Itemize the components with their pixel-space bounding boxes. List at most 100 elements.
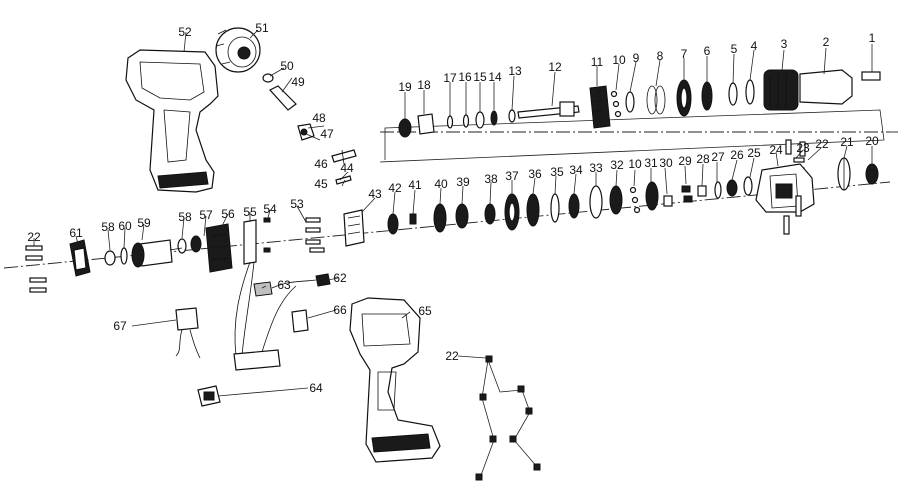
part-16-washer <box>462 114 470 128</box>
part-27-washer <box>714 181 722 199</box>
label-33: 33 <box>589 161 603 175</box>
label-6: 6 <box>704 44 711 58</box>
part-37-ring-gear <box>504 193 520 231</box>
label-64: 64 <box>309 381 323 395</box>
label-49: 49 <box>291 75 305 89</box>
part-13-washer <box>508 109 516 123</box>
label-58: 58 <box>178 210 192 224</box>
label-11: 11 <box>591 55 604 69</box>
part-24-gear-case <box>755 163 815 213</box>
label-17: 17 <box>443 71 457 85</box>
label-63: 63 <box>277 278 291 292</box>
label-60: 60 <box>118 219 132 233</box>
label-26: 26 <box>730 148 744 162</box>
part-7-clutch-ring <box>676 79 692 117</box>
part-6-gear <box>701 81 713 111</box>
part-25-ring <box>743 176 753 196</box>
part-57-bearing <box>190 235 202 253</box>
part-11-gear-housing <box>589 85 611 129</box>
part-10-balls <box>610 90 622 118</box>
label-1: 1 <box>869 31 876 45</box>
part-51-fan <box>215 27 261 73</box>
label-31: 31 <box>644 156 658 170</box>
part-33-ring <box>589 185 603 219</box>
label-30: 30 <box>659 156 673 170</box>
part-18-block <box>417 113 435 135</box>
label-15: 15 <box>473 70 487 84</box>
label-46: 46 <box>314 157 328 171</box>
label-32: 32 <box>610 158 624 172</box>
part-12-spindle <box>517 101 580 119</box>
part-10-balls-b <box>629 186 641 214</box>
part-64-battery-terminal <box>197 385 221 407</box>
part-32-carrier <box>609 185 623 215</box>
label-62: 62 <box>333 271 347 285</box>
label-48: 48 <box>312 111 326 125</box>
label-66: 66 <box>333 303 347 317</box>
part-66-bracket <box>291 309 309 333</box>
part-54-terminals <box>263 217 271 253</box>
label-40: 40 <box>434 177 448 191</box>
label-53: 53 <box>290 197 304 211</box>
label-37: 37 <box>505 169 519 183</box>
part-48-47-bracket <box>297 123 315 141</box>
part-39-carrier <box>455 203 469 229</box>
label-56: 56 <box>221 207 235 221</box>
label-10: 10 <box>612 53 626 67</box>
label-22: 22 <box>815 137 829 151</box>
label-9: 9 <box>633 51 640 65</box>
part-63-connector <box>253 279 317 297</box>
part-17-washer <box>446 115 454 129</box>
label-35: 35 <box>550 165 564 179</box>
label-36: 36 <box>528 167 542 181</box>
label-13: 13 <box>508 64 522 78</box>
part-5-ring <box>728 82 738 106</box>
label-59: 59 <box>137 216 151 230</box>
label-10b: 10 <box>628 157 642 171</box>
part-42-pinion <box>387 213 399 235</box>
part-60-washer <box>120 247 128 265</box>
label-24: 24 <box>769 143 783 157</box>
label-57: 57 <box>199 208 213 222</box>
part-53-screws <box>305 217 325 253</box>
part-49-shaft <box>269 85 297 111</box>
label-58b: 58 <box>101 220 115 234</box>
part-3-chuck-collar <box>763 69 799 111</box>
part-58-bearing-front <box>177 238 187 254</box>
label-54: 54 <box>263 202 277 216</box>
label-22b: 22 <box>27 230 41 244</box>
label-21: 21 <box>840 135 854 149</box>
part-26-gear <box>726 179 738 197</box>
part-40-gear <box>433 203 447 233</box>
part-41-washer <box>409 213 417 225</box>
part-24-pins-lower <box>783 195 802 235</box>
label-52: 52 <box>178 25 192 39</box>
label-4: 4 <box>751 39 758 53</box>
label-8: 8 <box>657 49 664 63</box>
label-43: 43 <box>368 187 382 201</box>
label-27: 27 <box>711 150 725 164</box>
lower-axis-line <box>3 181 891 269</box>
part-20-nut <box>865 163 879 185</box>
part-31-carrier <box>645 181 659 211</box>
part-19-bearing <box>398 118 412 138</box>
label-45: 45 <box>314 177 328 191</box>
label-41: 41 <box>408 178 422 192</box>
label-67: 67 <box>113 319 127 333</box>
label-51: 51 <box>255 21 269 35</box>
part-30-block <box>663 195 673 207</box>
part-46-switch-lever <box>331 149 357 165</box>
label-5: 5 <box>731 42 738 56</box>
part-65-housing-half <box>349 297 441 463</box>
upper-assembly-frame <box>379 109 885 163</box>
label-65: 65 <box>418 304 432 318</box>
part-2-chuck <box>799 69 853 105</box>
part-67-switch <box>175 307 201 359</box>
label-28: 28 <box>696 152 710 166</box>
part-56-stator <box>205 223 233 273</box>
part-36-gear <box>526 193 540 227</box>
label-18: 18 <box>417 78 431 92</box>
part-45-pin <box>335 175 352 185</box>
label-47: 47 <box>320 127 334 141</box>
part-22-screws-chain <box>475 355 541 481</box>
